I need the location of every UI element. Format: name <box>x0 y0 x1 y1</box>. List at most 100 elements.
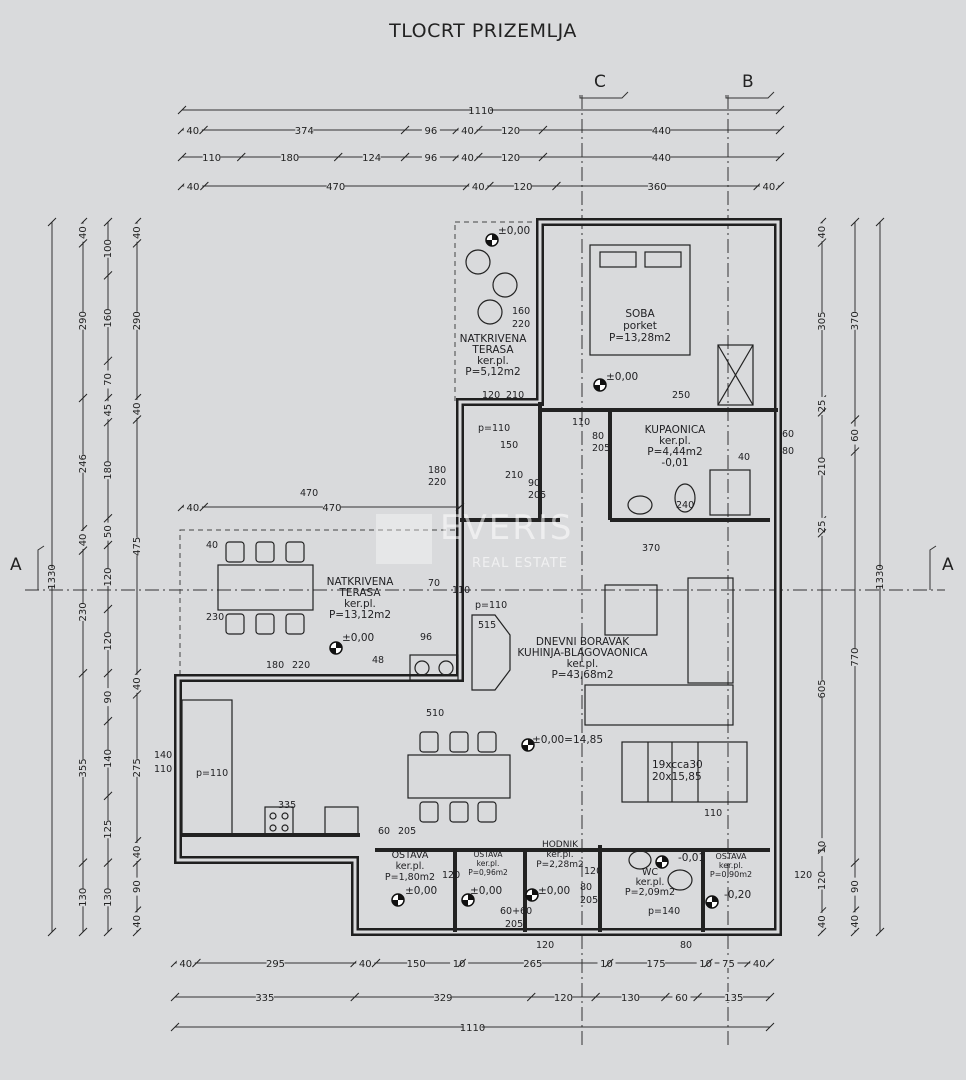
dimension-label: 40 <box>186 126 199 137</box>
interior-walls <box>182 402 778 932</box>
dimension-tick <box>526 992 536 1002</box>
page-title: TLOCRT PRIZEMLJA <box>389 20 577 42</box>
dimension-tick <box>693 992 702 1002</box>
dimension-tick <box>103 604 113 614</box>
dimension-label: 305 <box>817 311 828 330</box>
dimension-annotation: p=110 <box>196 768 229 779</box>
dimension-label: 180 <box>280 153 299 164</box>
dimension-label: 120 <box>817 871 828 890</box>
dimension-tick <box>538 125 548 135</box>
level-mark: ±0,00=14,85 <box>532 734 604 746</box>
dimension-annotation: 80 <box>580 882 593 893</box>
dimension-label: 40 <box>359 959 372 970</box>
stairs-label: 20x15,85 <box>652 771 702 783</box>
dimension-label: 1330 <box>875 564 886 589</box>
dimension-annotation: 510 <box>426 708 445 719</box>
dimension-annotation: 205 <box>398 826 417 837</box>
dimension-tick <box>400 152 410 162</box>
dimension-tick <box>103 393 113 403</box>
dimension-annotation: 160 <box>512 306 531 317</box>
section-label-a-right: A <box>942 555 954 575</box>
watermark-brand: EVERIS <box>440 508 574 548</box>
dimension-label: 150 <box>407 959 426 970</box>
dimension-tick <box>765 1022 775 1032</box>
dimension-label: 40 <box>132 226 143 239</box>
dimension-tick <box>47 217 57 227</box>
dimension-label: 40 <box>753 959 766 970</box>
dimension-tick <box>192 958 201 968</box>
dimension-label: 40 <box>187 503 200 514</box>
dimension-tick <box>132 927 142 937</box>
level-mark: ±0,00 <box>470 885 503 897</box>
dimension-label: 160 <box>103 309 114 328</box>
dimension-tick <box>78 393 88 403</box>
dimension-label: 120 <box>513 182 532 193</box>
dimension-annotation: 180 <box>428 465 447 476</box>
dimension-annotation: 180 <box>266 660 285 671</box>
dimension-label: 120 <box>501 126 520 137</box>
dimension-tick <box>704 958 713 968</box>
dimension-tick <box>170 992 180 1002</box>
dimension-tick <box>103 513 113 523</box>
dimension-tick <box>170 1022 180 1032</box>
dimension-tick <box>775 125 785 135</box>
dimension-annotation: 205 <box>505 919 524 930</box>
dimension-tick <box>400 125 410 135</box>
level-mark: -0,01 <box>678 852 706 864</box>
dimension-tick <box>817 528 827 538</box>
dimension-label: 96 <box>425 126 438 137</box>
dimension-annotation: p=110 <box>475 600 508 611</box>
dimension-tick <box>78 238 88 248</box>
dimension-label: 75 <box>722 959 735 970</box>
dimension-annotation: 120 <box>482 390 501 401</box>
dimension-tick <box>817 845 827 855</box>
dimension-tick <box>457 958 467 968</box>
dimension-label: 120 <box>501 153 520 164</box>
dimension-tick <box>47 927 57 937</box>
dimension-tick <box>875 927 885 937</box>
dimension-label: 470 <box>322 503 341 514</box>
dimension-label: 140 <box>103 749 114 768</box>
dimension-tick <box>132 238 142 248</box>
dimension-tick <box>103 791 113 801</box>
dimension-label: 50 <box>103 525 114 538</box>
dimension-label: 110 <box>202 153 221 164</box>
dimension-tick <box>455 502 465 512</box>
dimension-label: 10 <box>453 959 466 970</box>
dimension-label: 265 <box>523 959 542 970</box>
dimension-annotation: 250 <box>672 390 691 401</box>
dimension-label: 40 <box>187 182 200 193</box>
dimension-tick <box>850 447 860 456</box>
dimension-tick <box>333 152 343 162</box>
dimension-label: 40 <box>850 915 861 928</box>
dimension-tick <box>775 152 785 162</box>
dimension-label: 290 <box>78 311 89 330</box>
dimension-tick <box>850 927 860 937</box>
dimension-annotation: 210 <box>506 390 525 401</box>
dimension-label: 210 <box>817 457 828 476</box>
dimension-tick <box>236 152 246 162</box>
dimension-tick <box>765 958 775 968</box>
dimension-annotation: 60 <box>378 826 391 837</box>
dimension-tick <box>177 152 187 162</box>
dimension-tick <box>78 668 88 678</box>
dimension-label: 10 <box>600 959 613 970</box>
dimension-tick <box>103 668 113 678</box>
dimension-label: 45 <box>103 404 114 417</box>
dimension-tick <box>132 690 142 699</box>
level-mark: -0,20 <box>724 889 752 901</box>
dimension-label: 120 <box>554 993 573 1004</box>
dimension-label: 175 <box>647 959 666 970</box>
dimension-tick <box>103 217 113 227</box>
dimension-label: 40 <box>78 534 89 547</box>
dimension-annotation: 470 <box>300 488 319 499</box>
dimension-label: 40 <box>817 915 828 928</box>
dimension-label: 96 <box>425 153 438 164</box>
dimension-tick <box>103 716 113 726</box>
dimension-tick <box>103 927 113 937</box>
dimension-tick <box>103 417 113 427</box>
